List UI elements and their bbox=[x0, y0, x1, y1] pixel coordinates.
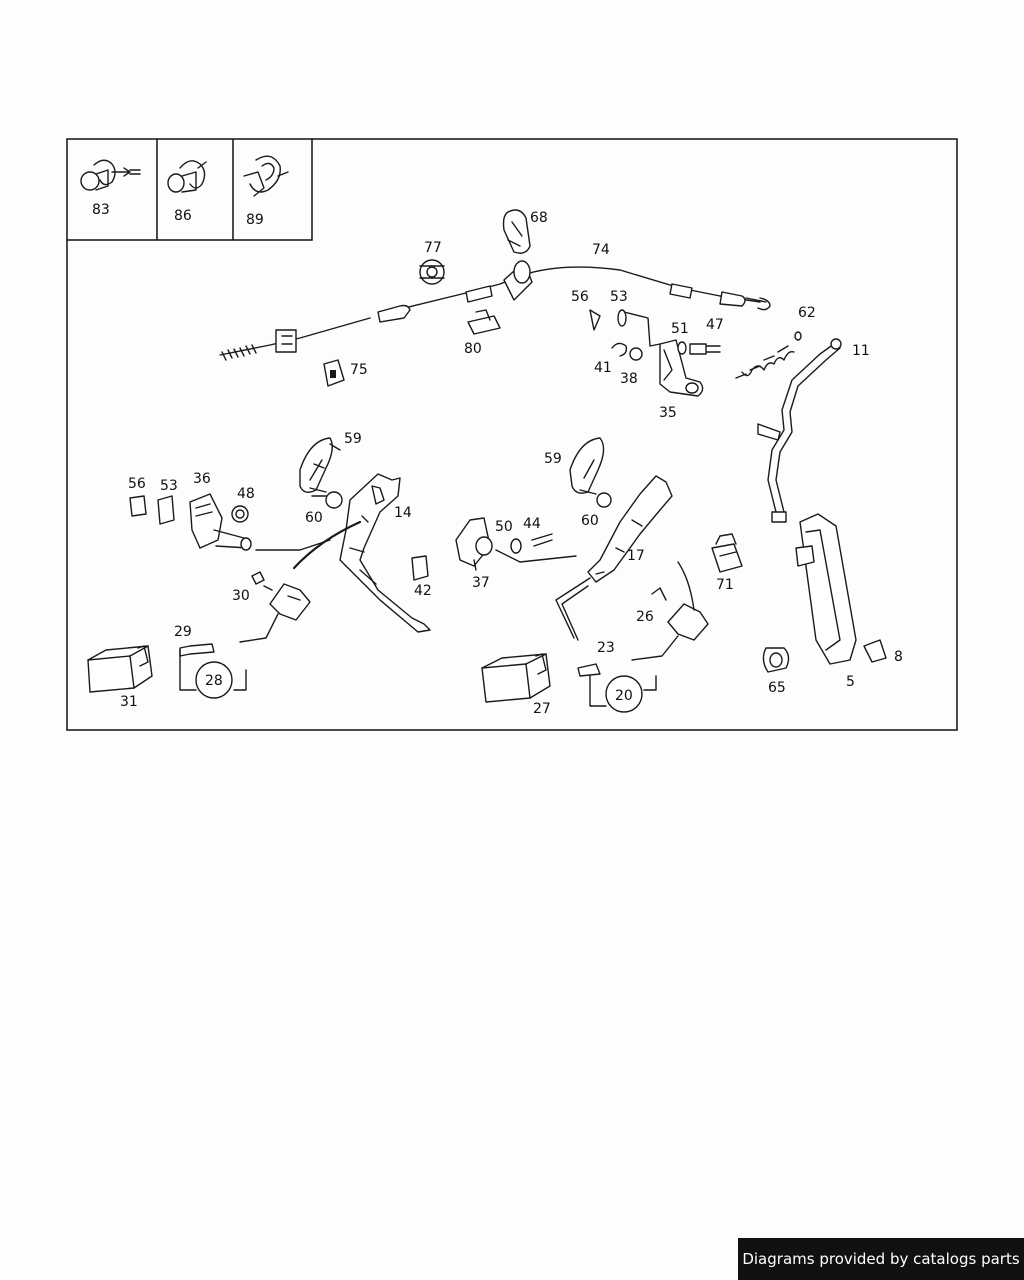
label-74: 74 bbox=[592, 242, 610, 258]
bracket-35-drawing bbox=[589, 309, 721, 397]
pedal-17-drawing bbox=[455, 437, 673, 641]
label-11: 11 bbox=[852, 343, 870, 359]
label-26: 26 bbox=[636, 609, 654, 625]
switch-36-drawing bbox=[129, 493, 362, 570]
label-71: 71 bbox=[716, 577, 734, 593]
label-77: 77 bbox=[424, 240, 442, 256]
label-59-left: 59 bbox=[344, 431, 362, 447]
connector-71-drawing bbox=[711, 533, 743, 573]
clip-75-drawing bbox=[323, 359, 345, 387]
label-60-mid: 60 bbox=[581, 513, 599, 529]
label-29: 29 bbox=[174, 624, 192, 640]
label-56-top: 56 bbox=[571, 289, 589, 305]
label-28: 28 bbox=[205, 673, 223, 689]
label-42: 42 bbox=[414, 583, 432, 599]
relay-31-drawing bbox=[87, 645, 153, 693]
label-56-left: 56 bbox=[128, 476, 146, 492]
label-86: 86 bbox=[174, 208, 192, 224]
label-23: 23 bbox=[597, 640, 615, 656]
pedal-5-drawing bbox=[762, 513, 887, 673]
label-60-left: 60 bbox=[305, 510, 323, 526]
sensor-20-drawing bbox=[577, 561, 709, 713]
label-51: 51 bbox=[671, 321, 689, 337]
label-89: 89 bbox=[246, 212, 264, 228]
label-41: 41 bbox=[594, 360, 612, 376]
label-83: 83 bbox=[92, 202, 110, 218]
bracket-80-drawing bbox=[467, 309, 501, 335]
callout-labels: 83 86 89 77 68 74 80 75 56 53 51 47 41 3… bbox=[92, 202, 903, 717]
label-80: 80 bbox=[464, 341, 482, 357]
clip-89-drawing bbox=[243, 155, 289, 197]
label-14: 14 bbox=[394, 505, 412, 521]
label-50: 50 bbox=[495, 519, 513, 535]
label-37: 37 bbox=[472, 575, 490, 591]
label-17: 17 bbox=[627, 548, 645, 564]
label-62: 62 bbox=[798, 305, 816, 321]
label-38: 38 bbox=[620, 371, 638, 387]
cable-boot-drawing bbox=[503, 260, 533, 301]
label-20: 20 bbox=[615, 688, 633, 704]
clamp-83-drawing bbox=[80, 159, 141, 191]
inset-panel bbox=[67, 139, 313, 241]
label-59-mid: 59 bbox=[544, 451, 562, 467]
label-48: 48 bbox=[237, 486, 255, 502]
sensor-28-drawing bbox=[179, 571, 311, 699]
label-47: 47 bbox=[706, 317, 724, 333]
label-30: 30 bbox=[232, 588, 250, 604]
label-65: 65 bbox=[768, 680, 786, 696]
relay-27-drawing bbox=[481, 653, 551, 703]
label-53-left: 53 bbox=[160, 478, 178, 494]
lever-11-drawing bbox=[757, 338, 842, 523]
label-44: 44 bbox=[523, 516, 541, 532]
spring-62-drawing bbox=[735, 331, 802, 379]
grommet-68-drawing bbox=[502, 209, 531, 254]
label-8: 8 bbox=[894, 649, 903, 665]
label-53-top: 53 bbox=[610, 289, 628, 305]
label-31: 31 bbox=[120, 694, 138, 710]
clamp-86-drawing bbox=[167, 160, 207, 193]
cable-74-drawing bbox=[219, 266, 771, 361]
footer-credit: Diagrams provided by catalogs parts bbox=[738, 1238, 1024, 1280]
label-68: 68 bbox=[530, 210, 548, 226]
pedal-14-drawing bbox=[299, 437, 431, 633]
label-35: 35 bbox=[659, 405, 677, 421]
diagram-frame bbox=[66, 138, 958, 731]
label-5: 5 bbox=[846, 674, 855, 690]
label-27: 27 bbox=[533, 701, 551, 717]
bushing-77-drawing bbox=[419, 259, 445, 285]
label-36: 36 bbox=[193, 471, 211, 487]
label-75: 75 bbox=[350, 362, 368, 378]
